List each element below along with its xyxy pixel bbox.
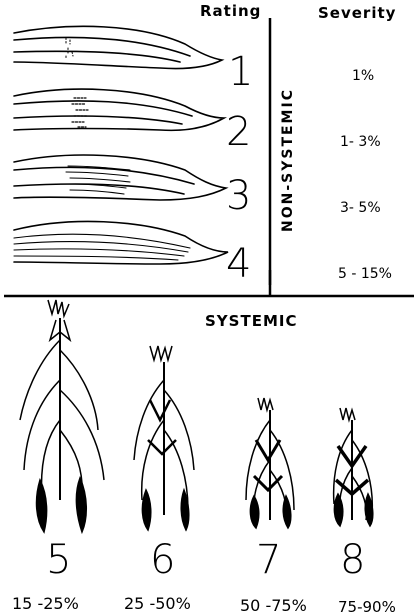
severity-value-6: 25 -50%	[124, 594, 191, 613]
plant-rating-5	[20, 300, 104, 532]
severity-value-3: 3- 5%	[340, 200, 381, 216]
severity-value-4: 5 - 15%	[338, 266, 392, 282]
leaf-rating-4	[14, 221, 228, 264]
plant-rating-8	[334, 408, 373, 526]
rating-number-6: 6	[150, 540, 175, 580]
rating-number-5: 5	[46, 540, 71, 580]
rating-number-7: 7	[256, 540, 281, 580]
leaf-rating-2	[14, 89, 224, 130]
severity-header: Severity	[318, 4, 396, 22]
severity-value-5: 15 -25%	[12, 594, 79, 613]
rating-number-8: 8	[340, 540, 365, 580]
rating-number-2: 2	[226, 112, 251, 152]
rating-number-1: 1	[228, 52, 253, 92]
severity-value-8: 75-90%	[338, 598, 396, 616]
plant-rating-7	[246, 398, 294, 528]
severity-value-2: 1- 3%	[340, 134, 381, 150]
rating-number-3: 3	[226, 176, 251, 216]
non-systemic-label: NON-SYSTEMIC	[280, 88, 296, 232]
leaf-rating-1	[14, 26, 222, 68]
severity-value-7: 50 -75%	[240, 596, 307, 615]
systemic-label: SYSTEMIC	[205, 312, 297, 330]
rating-number-4: 4	[226, 244, 251, 284]
plant-rating-6	[134, 346, 194, 530]
severity-value-1: 1%	[352, 68, 374, 84]
leaf-rating-3	[14, 155, 226, 200]
rating-header: Rating	[200, 2, 261, 20]
